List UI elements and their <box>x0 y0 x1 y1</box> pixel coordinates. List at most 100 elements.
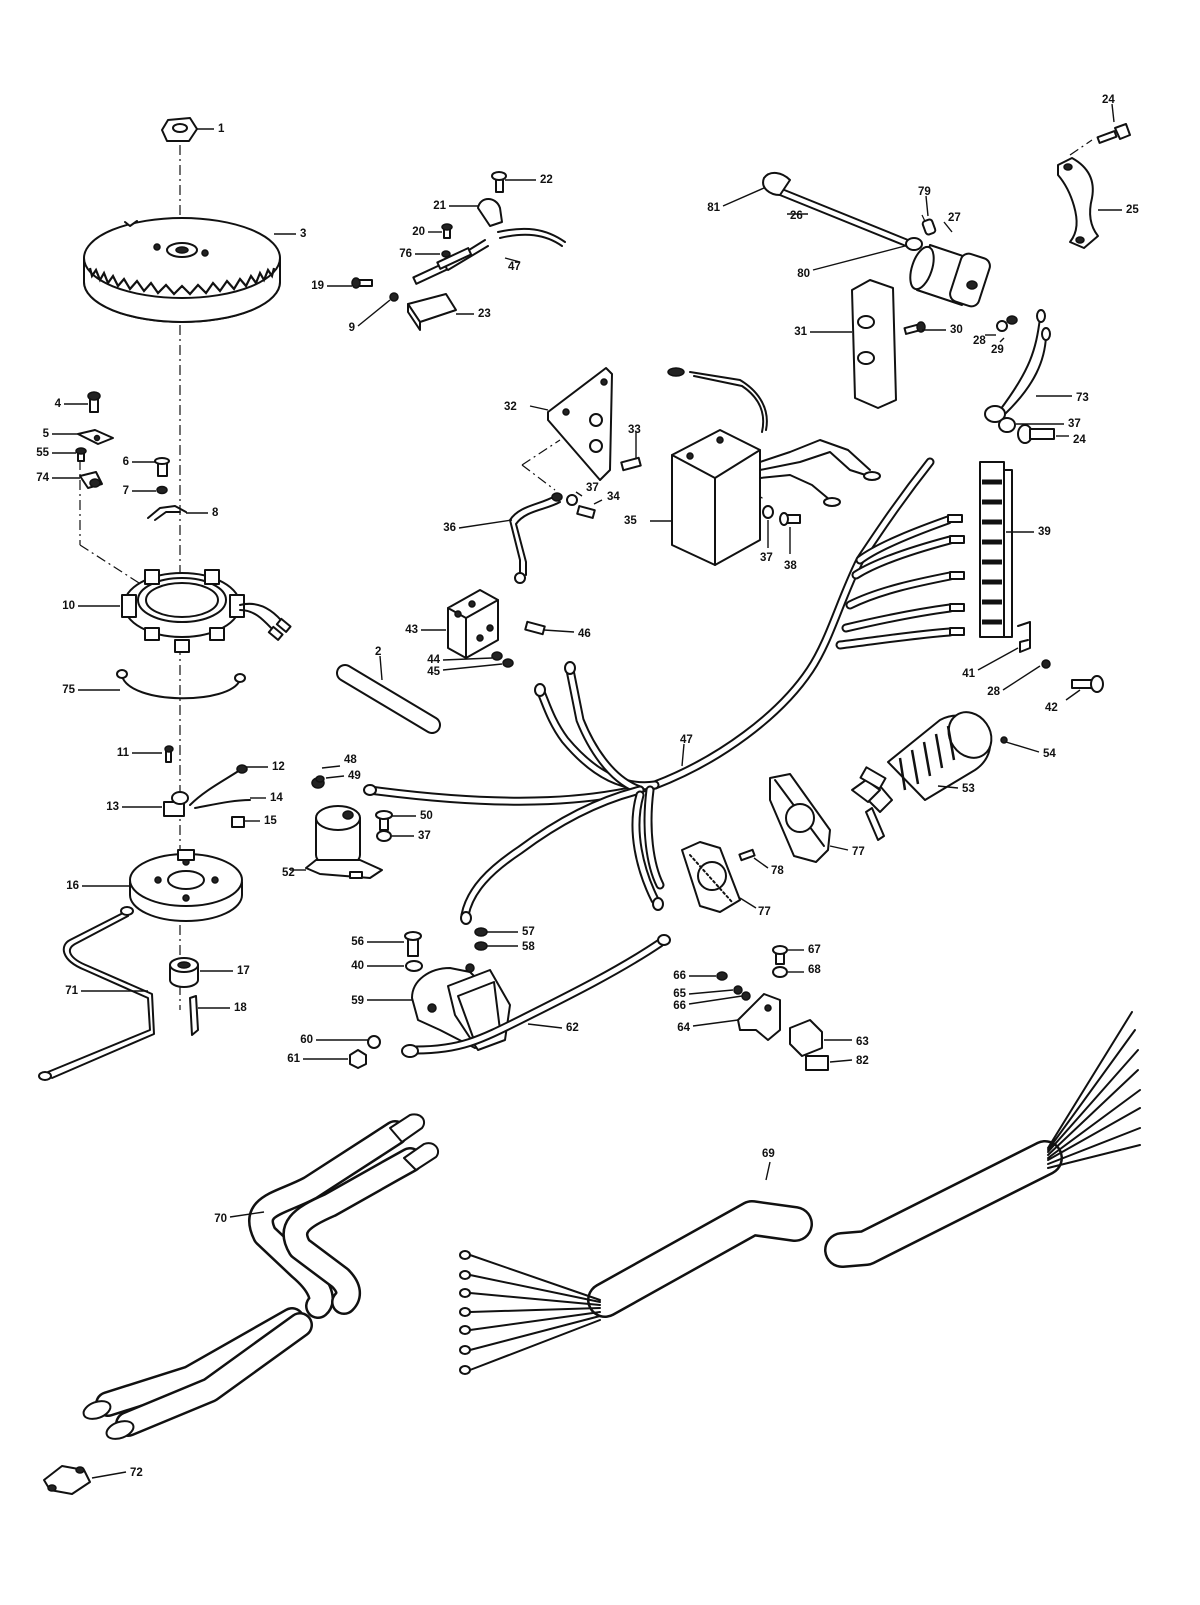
part-16-timer-base <box>129 849 243 922</box>
part-2-sleeve <box>336 664 441 734</box>
callout-label-46: 46 <box>578 628 591 640</box>
callout-label-37: 37 <box>586 482 599 494</box>
callout-label-19: 19 <box>311 280 324 292</box>
callout-label-71: 71 <box>65 985 78 997</box>
callout-label-68: 68 <box>808 964 821 976</box>
callout-leader-47 <box>504 257 521 263</box>
callout-label-17: 17 <box>237 965 250 977</box>
callout-label-55: 55 <box>36 447 49 459</box>
callout-label-30: 30 <box>950 324 963 336</box>
part-55-screw <box>75 447 87 462</box>
callout-leader-44 <box>442 657 493 661</box>
part-25-coil-clamp <box>1057 157 1099 249</box>
part-23-connector-block <box>407 293 457 331</box>
part-62-battery-cable <box>401 934 671 1058</box>
callout-label-35: 35 <box>624 515 637 527</box>
callout-label-47: 47 <box>680 734 693 746</box>
callout-label-37: 37 <box>1068 418 1081 430</box>
part-79-spring <box>921 218 937 236</box>
callout-leader-36 <box>458 519 513 529</box>
callout-leader-41 <box>977 647 1019 671</box>
callout-label-48: 48 <box>344 754 357 766</box>
callout-leader-42 <box>1065 689 1081 701</box>
callout-label-64: 64 <box>677 1022 690 1034</box>
part-32-mounting-plate <box>547 367 613 481</box>
part-44-45-nuts <box>491 651 514 668</box>
part-37-washer-right <box>998 417 1016 433</box>
callout-label-45: 45 <box>427 666 440 678</box>
callout-leader-65 <box>688 989 734 995</box>
callout-leader-77 <box>829 845 849 851</box>
callout-label-61: 61 <box>287 1053 300 1065</box>
part-6-screw <box>154 457 170 477</box>
part-10-stator <box>121 569 292 653</box>
callout-leader-37 <box>575 491 583 497</box>
callout-leader-29 <box>999 337 1005 343</box>
callout-label-77: 77 <box>758 906 771 918</box>
part-48-49-nuts <box>311 775 325 789</box>
callout-leader-24 <box>1111 103 1115 123</box>
callout-label-27: 27 <box>948 212 961 224</box>
part-39-terminal-block <box>979 461 1013 638</box>
callout-label-40: 40 <box>351 960 364 972</box>
callout-label-60: 60 <box>300 1034 313 1046</box>
callout-label-36: 36 <box>443 522 456 534</box>
callout-label-5: 5 <box>43 428 50 440</box>
callout-label-67: 67 <box>808 944 821 956</box>
callout-leader-77 <box>739 897 757 909</box>
callout-label-23: 23 <box>478 308 491 320</box>
part-77-gasket <box>681 841 741 913</box>
part-57-58-nuts <box>474 927 488 951</box>
part-37-38-hardware <box>762 505 801 526</box>
callout-leader-53 <box>937 785 959 789</box>
callout-label-59: 59 <box>351 995 364 1007</box>
callout-label-21: 21 <box>433 200 446 212</box>
callout-label-28: 28 <box>973 335 986 347</box>
part-70-battery-cables <box>82 1113 440 1440</box>
callout-label-78: 78 <box>771 865 784 877</box>
callout-label-8: 8 <box>212 507 219 519</box>
callout-label-6: 6 <box>123 456 129 468</box>
part-19-screw <box>351 277 373 289</box>
callout-label-47: 47 <box>508 261 521 273</box>
callout-leader-32 <box>529 405 549 411</box>
part-9-washer <box>389 292 399 302</box>
part-11-screw <box>164 745 174 763</box>
callout-label-14: 14 <box>270 792 283 804</box>
callout-leader-27 <box>943 221 953 233</box>
callout-leader-69 <box>765 1161 771 1181</box>
part-17-bushing <box>169 957 199 988</box>
part-40-washer <box>405 960 423 972</box>
callout-label-58: 58 <box>522 941 535 953</box>
callout-label-28: 28 <box>987 686 1000 698</box>
part-1-flywheel-nut <box>161 117 198 142</box>
part-77-switch-plate <box>769 773 831 863</box>
callout-label-42: 42 <box>1045 702 1058 714</box>
callout-leader-81 <box>722 187 765 207</box>
callout-leader-79 <box>925 195 929 217</box>
callout-label-53: 53 <box>962 783 975 795</box>
callout-leader-70 <box>229 1211 265 1218</box>
part-74-clamp <box>79 471 103 489</box>
part-78-screw <box>738 848 756 862</box>
callout-label-2: 2 <box>375 646 381 658</box>
callout-leader-9 <box>357 299 391 327</box>
callout-label-18: 18 <box>234 1002 247 1014</box>
callout-label-69: 69 <box>762 1148 775 1160</box>
callout-label-24: 24 <box>1073 434 1086 446</box>
part-76-washer <box>441 250 451 258</box>
part-67-screw <box>772 945 788 965</box>
callout-leader-62 <box>527 1023 563 1029</box>
part-28-29-washers <box>996 315 1018 332</box>
callout-label-7: 7 <box>123 485 129 497</box>
part-69-main-harness-cable <box>459 1011 1141 1375</box>
part-22-screw <box>491 171 507 193</box>
callout-label-24: 24 <box>1102 94 1115 106</box>
part-8-spring-clip <box>147 505 187 521</box>
callout-leader-46 <box>543 629 575 633</box>
callout-label-3: 3 <box>300 228 306 240</box>
part-18-key <box>189 995 199 1036</box>
part-66-nut <box>716 971 728 981</box>
callout-label-77: 77 <box>852 846 865 858</box>
